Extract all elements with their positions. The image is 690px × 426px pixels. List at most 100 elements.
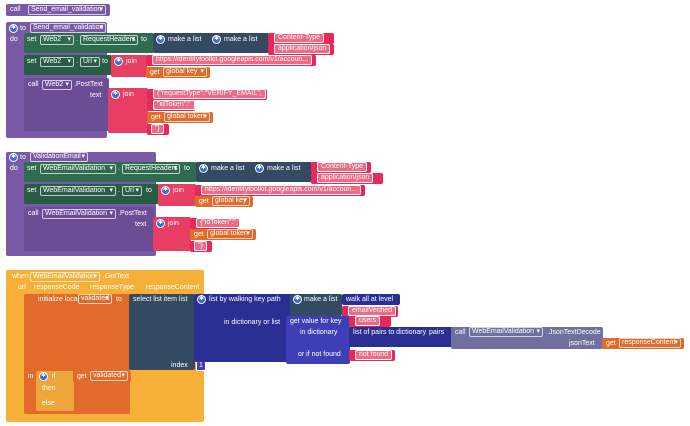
text-content-type[interactable]: Content-Type (274, 33, 325, 43)
mutator-gear-icon[interactable]: ✱ (212, 35, 221, 44)
make-a-list-block[interactable]: ✱ make a list (153, 33, 211, 53)
text-close-brace[interactable]: "} (194, 241, 207, 251)
make-a-list-block-inner[interactable]: ✱ make a list (209, 33, 269, 53)
make-a-list-block-inner[interactable]: ✱ make a list (252, 162, 312, 182)
mutator-gear-icon[interactable]: ✱ (9, 153, 18, 162)
if-keyword: if (52, 373, 56, 380)
text-url[interactable]: https://identitytoolkit.googleapis.com/v… (152, 55, 313, 65)
mutator-gear-icon[interactable]: ✱ (111, 90, 120, 99)
text-block[interactable]: application/json (268, 44, 334, 55)
get-keyword: get (194, 231, 204, 238)
call-posttext-block[interactable]: call Web2 .PostText text (24, 78, 109, 131)
variable-dropdown[interactable]: responseContent (619, 338, 681, 348)
component-dropdown[interactable]: WebEmailValidation (30, 272, 100, 282)
text-block[interactable]: "} (190, 241, 212, 252)
mutator-gear-icon[interactable]: ✱ (156, 35, 165, 44)
text-idtoken[interactable]: "idToken":" (153, 100, 195, 110)
text-not-found[interactable]: not found (355, 350, 393, 360)
number-block-index[interactable]: 1 (196, 361, 206, 371)
text-emailverified[interactable]: emailVerified (348, 306, 397, 316)
get-global-key-block[interactable]: get global key (146, 67, 210, 78)
variable-dropdown[interactable]: validated (90, 371, 128, 381)
component-dropdown[interactable]: Web2 (40, 35, 74, 45)
text-block[interactable]: not found (349, 350, 395, 361)
component-dropdown[interactable]: WebEmailValidation (40, 186, 116, 196)
procedure-name-field[interactable]: ValidationEmail (30, 152, 88, 162)
get-global-token-block[interactable]: get global token (190, 229, 256, 240)
variable-dropdown[interactable]: global key (163, 67, 207, 77)
text-block[interactable]: {"requestType":"VERIFY_EMAIL", (147, 89, 267, 100)
component-dropdown[interactable]: Web2 (40, 57, 74, 67)
text-block[interactable]: users (349, 316, 391, 327)
if-block[interactable]: ✱ if then else (36, 371, 74, 411)
mutator-gear-icon[interactable]: ✱ (161, 186, 170, 195)
component-dropdown[interactable]: WebEmailValidation (40, 164, 116, 174)
get-global-token-block[interactable]: get global token (147, 112, 213, 123)
property-dropdown[interactable]: RequestHeaders (80, 35, 138, 45)
set-url-block[interactable]: set WebEmailValidation . Url to (24, 184, 159, 204)
text-url[interactable]: https://identitytoolkit.googleapis.com/v… (201, 185, 362, 195)
do-keyword: do (10, 36, 18, 43)
property-dropdown[interactable]: Url (80, 57, 100, 67)
text-request-type[interactable]: {"requestType":"VERIFY_EMAIL", (153, 89, 266, 99)
text-block[interactable]: application/json (311, 173, 383, 184)
text-block[interactable]: Content-Type (311, 162, 371, 173)
mutator-gear-icon[interactable]: ✱ (114, 57, 123, 66)
text-application-json[interactable]: application/json (274, 44, 331, 54)
join-block[interactable]: ✱ join (108, 88, 148, 133)
set-requestheaders-block[interactable]: set WebEmailValidation . RequestHeaders … (24, 162, 197, 182)
mutator-gear-icon[interactable]: ✱ (255, 164, 264, 173)
make-a-list-block[interactable]: ✱ make a list (196, 162, 254, 182)
component-dropdown[interactable]: WebEmailValidation (469, 327, 543, 337)
component-dropdown[interactable]: WebEmailValidation (42, 209, 116, 219)
walk-all-at-level-block[interactable]: walk all at level (342, 294, 400, 305)
text-block[interactable]: "idToken":" (147, 100, 195, 111)
text-block[interactable]: {"idToken":" (190, 218, 240, 229)
text-close-brace[interactable]: "} (151, 124, 164, 134)
procedure-dropdown[interactable]: Send_email_validation (28, 5, 106, 15)
mutator-gear-icon[interactable]: ✱ (39, 372, 48, 381)
call-block[interactable]: call Send_email_validation (6, 4, 110, 16)
text-content-type[interactable]: Content-Type (317, 162, 368, 172)
property-dropdown[interactable]: Url (122, 186, 142, 196)
mutator-gear-icon[interactable]: ✱ (199, 164, 208, 173)
call-jsontextdecode-block[interactable]: call WebEmailValidation .JsonTextDecode … (451, 327, 603, 349)
then-keyword: then (42, 385, 56, 392)
select-list-item-block[interactable]: select list item list index (129, 294, 195, 370)
text-block[interactable]: Content-Type (268, 33, 334, 44)
join-block[interactable]: ✱ join (111, 55, 147, 77)
mutator-gear-icon[interactable]: ✱ (9, 24, 18, 33)
set-url-block[interactable]: set Web2 . Url to (24, 55, 112, 75)
mutator-gear-icon[interactable]: ✱ (293, 295, 302, 304)
get-value-for-key-block[interactable]: get value for key in dictionary or if no… (286, 316, 350, 364)
text-block[interactable]: "} (147, 124, 169, 135)
mutator-gear-icon[interactable]: ✱ (197, 295, 206, 304)
text-users[interactable]: users (355, 316, 381, 326)
get-validated-block[interactable]: get validated (73, 371, 131, 382)
text-application-json[interactable]: application/json (317, 173, 374, 183)
local-var-name-field[interactable]: validated (78, 294, 112, 304)
component-dropdown[interactable]: Web2 (42, 80, 72, 90)
list-of-pairs-to-dictionary-block[interactable]: list of pairs to dictionary pairs (349, 327, 453, 347)
make-a-list-block[interactable]: ✱ make a list (290, 294, 342, 316)
property-dropdown[interactable]: RequestHeaders (122, 164, 180, 174)
variable-dropdown[interactable]: global key (212, 196, 250, 206)
text-block[interactable]: https://identitytoolkit.googleapis.com/v… (195, 185, 365, 196)
join-block[interactable]: ✱ join (158, 184, 196, 206)
mutator-gear-icon[interactable]: ✱ (156, 219, 165, 228)
variable-dropdown[interactable]: global token (164, 112, 210, 122)
get-responsecontent-block[interactable]: get responseContent (602, 338, 684, 349)
get-global-key-block[interactable]: get global key (195, 196, 253, 207)
set-keyword: set (27, 165, 37, 172)
text-block[interactable]: https://identitytoolkit.googleapis.com/v… (146, 55, 316, 66)
text-idtoken[interactable]: {"idToken":" (196, 218, 240, 228)
list-by-walking-key-path-block[interactable]: ✱ list by walking key path in dictionary… (194, 294, 298, 362)
join-block[interactable]: ✱ join (153, 217, 191, 251)
procedure-name-field[interactable]: Send_email_validation (30, 23, 106, 33)
call-posttext-block[interactable]: call WebEmailValidation .PostText text (24, 207, 154, 251)
variable-dropdown[interactable]: global token (207, 229, 253, 239)
responsecontent-param: responseContent (146, 284, 200, 291)
set-requestheaders-block[interactable]: set Web2 . RequestHeaders to (24, 33, 154, 53)
text-block[interactable]: emailVerified (342, 306, 398, 317)
